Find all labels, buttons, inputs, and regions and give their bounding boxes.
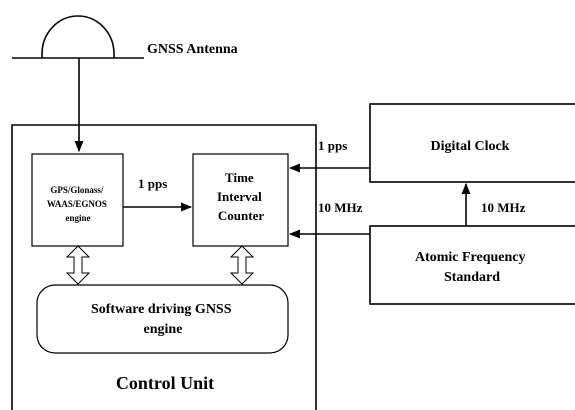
clock-to-counter-label: 1 pps [318,138,347,153]
afs-to-clock-label: 10 MHz [481,200,526,215]
antenna-dome [41,15,115,55]
engine-to-counter-label: 1 pps [138,176,167,191]
digital-clock-label: Digital Clock [431,139,510,154]
control-unit-title: Control Unit [116,373,214,393]
software-driving-label: Software driving GNSS engine [91,302,235,337]
atomic-frequency-standard-box [369,225,575,305]
atomic-frequency-standard-label: Atomic Frequency Standard [415,250,529,285]
time-interval-counter-box [192,153,289,247]
counter-software-double-arrow [229,245,255,285]
gnss-antenna [12,15,144,59]
gnss-engine-box [31,153,124,247]
time-interval-counter-label: Time Interval Counter [217,170,265,223]
software-driving-box [36,284,289,354]
afs-to-counter-label: 10 MHz [318,200,363,215]
gnss-engine-label: GPS/Glonass/ WAAS/EGNOS engine [47,185,109,223]
antenna-label: GNSS Antenna [147,42,238,57]
engine-software-double-arrow [65,245,91,285]
control-unit-box [11,124,317,410]
digital-clock-box [369,103,575,183]
